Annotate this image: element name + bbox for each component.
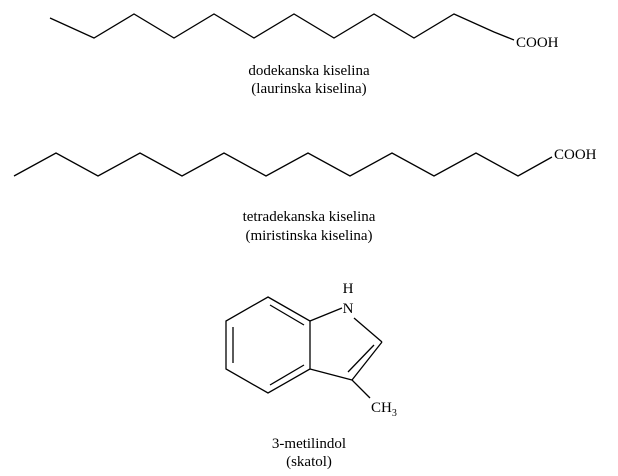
skatole-benzene-ring (225, 296, 311, 394)
skatole-c2-c3-double-bond (347, 344, 375, 373)
skatole-bond-c2-c3 (351, 341, 383, 381)
skatole-structure: H N CH3 3-metilindol (skatol) (225, 281, 397, 470)
tetradecanoic-acid-structure: COOH tetradekanska kiselina (miristinska… (13, 147, 597, 244)
tetradecanoic-acid-carbon-chain (13, 152, 553, 177)
skatole-common-name: (skatol) (286, 454, 332, 470)
dodecanoic-acid-carbon-chain (49, 13, 515, 41)
skatole-name: 3-metilindol (272, 436, 346, 452)
tetradecanoic-acid-name: tetradekanska kiselina (243, 209, 376, 225)
skatole-ring-nitrogen: N (343, 301, 354, 317)
skatole-bond-c7a-n (309, 307, 343, 322)
skatole-bond-c3-c3a (309, 368, 353, 381)
tetradecanoic-acid-carboxyl-group: COOH (554, 147, 597, 163)
skatole-bond-n-c2 (353, 317, 383, 343)
skatole-nh-hydrogen: H (343, 281, 354, 297)
dodecanoic-acid-carboxyl-group: COOH (516, 35, 559, 51)
dodecanoic-acid-name: dodekanska kiselina (248, 63, 370, 79)
dodecanoic-acid-structure: COOH dodekanska kiselina (laurinska kise… (49, 13, 559, 97)
skatole-benzene-double-bond-1 (269, 304, 305, 326)
skatole-methyl-bond (351, 379, 371, 399)
skatole-methyl-group: CH3 (371, 400, 397, 419)
skatole-benzene-double-bond-2 (269, 364, 305, 386)
tetradecanoic-acid-common-name: (miristinska kiselina) (245, 228, 372, 244)
dodecanoic-acid-common-name: (laurinska kiselina) (251, 81, 366, 97)
